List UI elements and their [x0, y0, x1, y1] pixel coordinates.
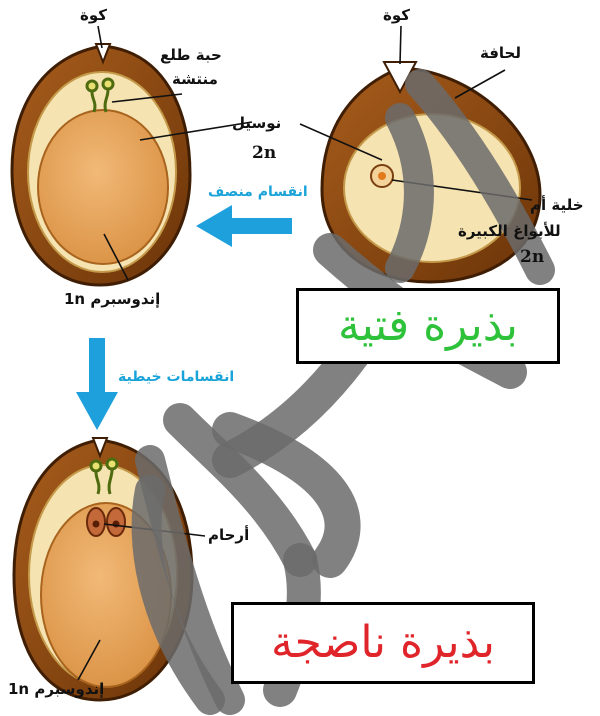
integument-label: لحافة — [480, 44, 521, 62]
ovule-after-meiosis-endosperm — [38, 110, 168, 264]
mature-seed-box: بذيرة ناضجة — [231, 602, 535, 684]
micropyle-label-right: كوة — [383, 6, 410, 24]
mother-cell-label-line2: للأبواغ الكبيرة — [458, 222, 561, 240]
ovule-after-meiosis — [12, 44, 190, 285]
pollen-grain-label-line1: حبة طلع — [160, 46, 222, 64]
mitosis-arrow — [76, 338, 118, 430]
micropyle-label-left: كوة — [80, 6, 107, 24]
nucellus-label: نوسيل — [232, 114, 281, 132]
endosperm-label-top: إندوسبرم 1n — [64, 290, 160, 308]
meiosis-label: انقسام منصف — [208, 183, 308, 201]
endosperm-label-bottom: إندوسبرم 1n — [8, 680, 104, 698]
nucellus-ploidy-label: 2n — [252, 144, 276, 162]
mature-seed-title: بذيرة ناضجة — [271, 618, 495, 668]
mitosis-label: انقسامات خيطية — [118, 368, 234, 386]
mother-cell-label-line1: خلية أم — [530, 196, 584, 214]
young-seed-title: بذيرة فتية — [338, 301, 518, 351]
mother-cell-nucleus — [378, 172, 386, 180]
mother-cell-ploidy-label: 2n — [520, 248, 544, 266]
meiosis-arrow — [196, 205, 292, 247]
archegonia-label: أرحام — [208, 526, 249, 544]
young-seed-box: بذيرة فتية — [296, 288, 560, 364]
pollen-grain-label-line2: منتشة — [172, 70, 218, 88]
